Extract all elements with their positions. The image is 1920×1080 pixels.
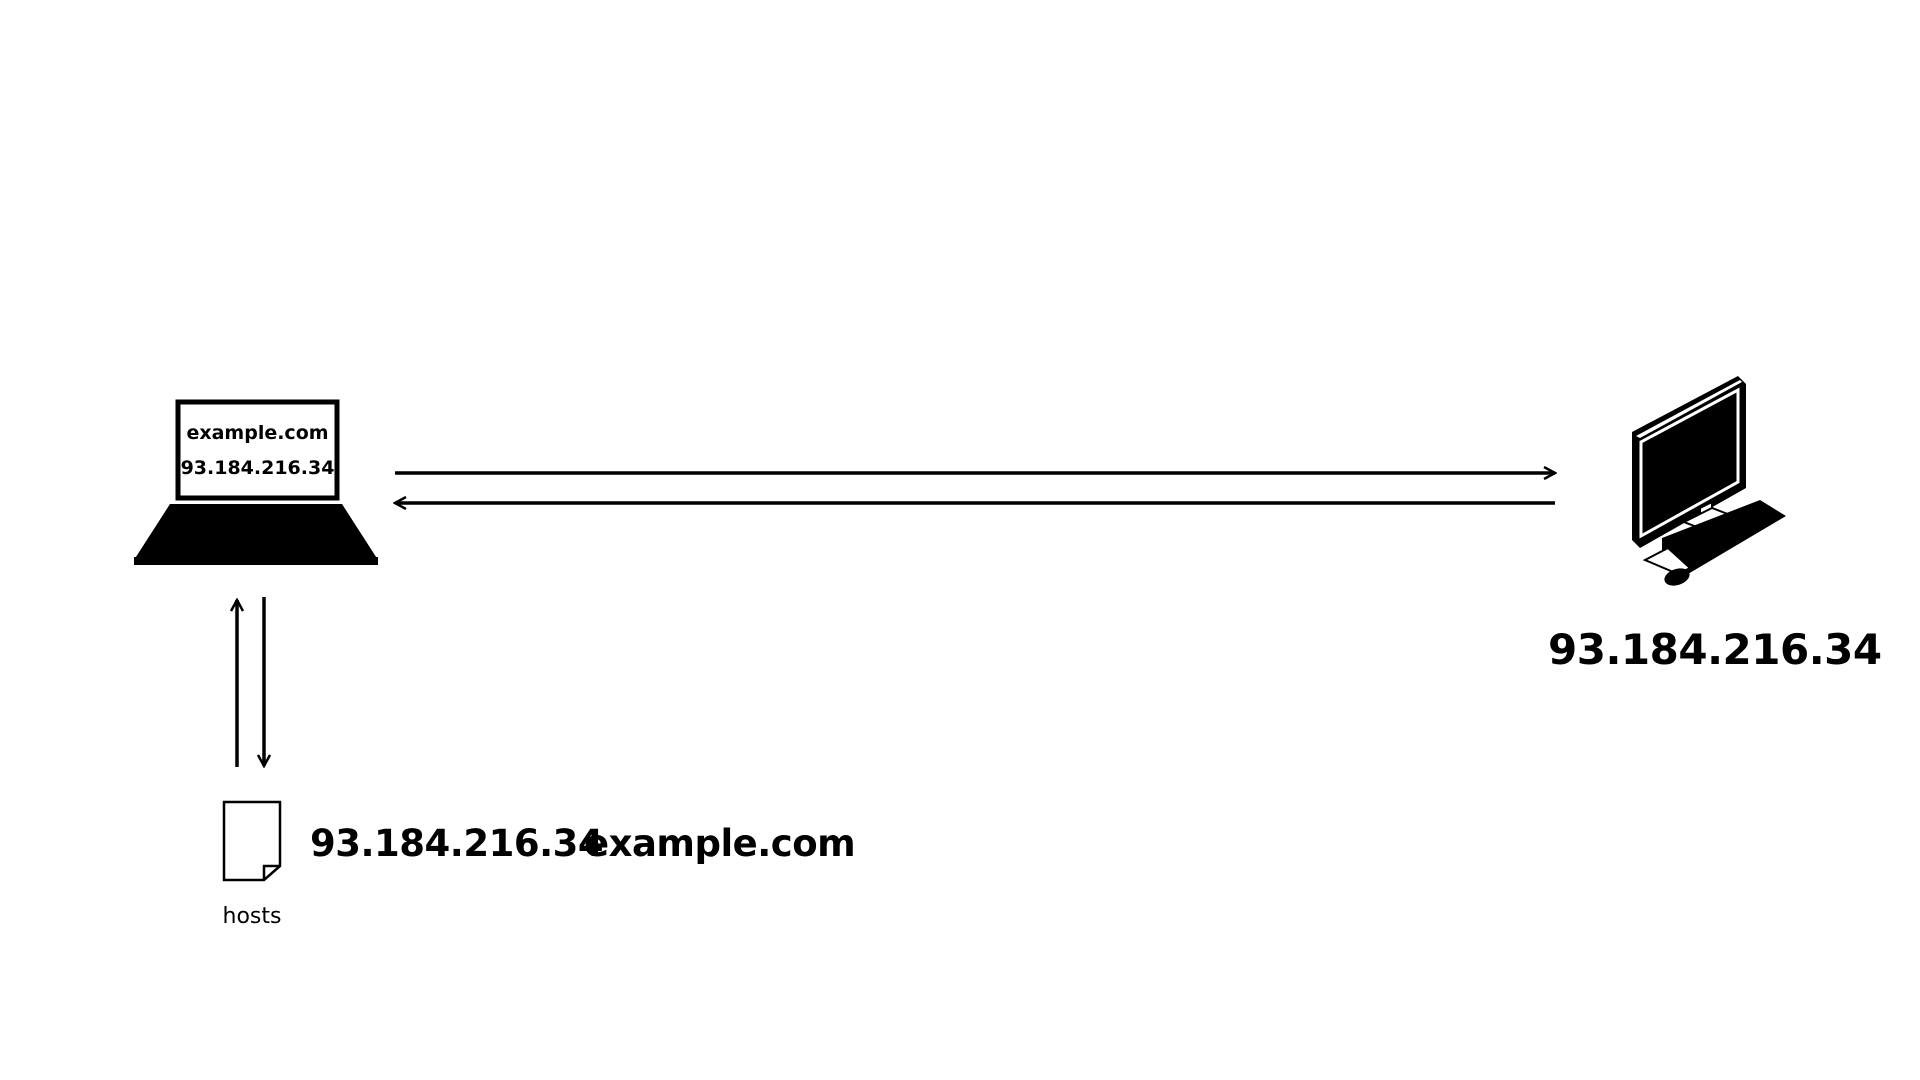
monitor-bezel-highlight — [1636, 380, 1742, 438]
document-icon — [222, 800, 282, 882]
hosts-file-label: hosts — [222, 904, 282, 929]
server-ip-label: 93.184.216.34 — [1548, 625, 1882, 674]
monitor-screen — [1639, 387, 1740, 539]
desktop-computer-icon — [1632, 376, 1786, 586]
mouse-pad — [1642, 546, 1692, 576]
laptop-bottom-edge — [134, 557, 378, 565]
hosts-entry-ip: 93.184.216.34 — [310, 822, 604, 865]
laptop-screen — [175, 399, 340, 501]
hosts-entry-domain: example.com — [584, 822, 856, 865]
mouse — [1664, 568, 1690, 586]
laptop-keyboard-base — [134, 504, 378, 560]
keyboard — [1662, 500, 1786, 574]
laptop-screen-ip: 93.184.216.34 — [180, 457, 335, 479]
laptop-screen-domain: example.com — [186, 422, 329, 444]
laptop-icon — [134, 399, 378, 565]
